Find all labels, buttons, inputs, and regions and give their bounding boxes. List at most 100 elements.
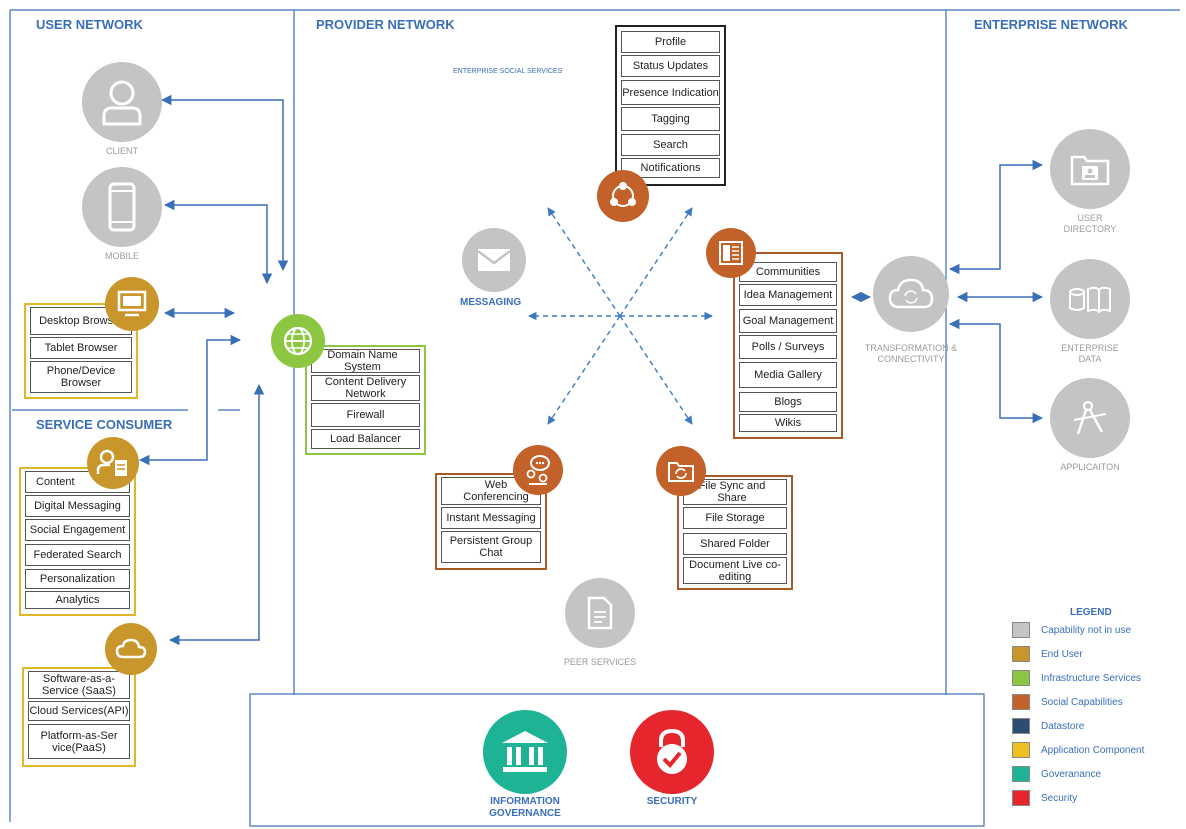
list-item[interactable]: Status Updates xyxy=(621,55,720,77)
list-item[interactable]: Social Engagement xyxy=(25,519,130,541)
legend-label: Infrastructure Services xyxy=(1041,672,1142,684)
list-item[interactable]: Load Balancer xyxy=(311,429,420,449)
service-consumer-node[interactable] xyxy=(87,437,139,489)
list-item[interactable]: Platform-as-Ser vice(PaaS) xyxy=(28,724,130,759)
legend-swatch xyxy=(1012,790,1030,806)
legend-label: Goveranance xyxy=(1041,768,1102,780)
social-services-box: Profile Status Updates Presence Indicati… xyxy=(615,25,726,186)
list-item[interactable]: Phone/Device Browser xyxy=(30,361,132,393)
list-item[interactable]: Instant Messaging xyxy=(441,507,541,529)
information-governance-node[interactable] xyxy=(483,710,567,794)
folder-user-icon xyxy=(1070,155,1110,186)
list-item[interactable]: Media Gallery xyxy=(739,362,837,388)
legend-swatch xyxy=(1012,622,1030,638)
list-item[interactable]: Notifications xyxy=(621,158,720,178)
transformation-label: TRANSFORMATION & CONNECTIVITY xyxy=(864,343,958,364)
legend-item: Capability not in use xyxy=(1012,620,1131,640)
peer-services-node[interactable] xyxy=(565,578,635,648)
client-label: CLIENT xyxy=(105,146,138,156)
application-node[interactable] xyxy=(1050,378,1130,458)
legend-item: Social Capabilities xyxy=(1012,692,1123,712)
list-item[interactable]: Polls / Surveys xyxy=(739,335,837,359)
dashed-star-arrows xyxy=(528,207,713,425)
mobile-label: MOBILE xyxy=(104,251,139,261)
messaging-node[interactable] xyxy=(462,228,526,292)
list-item[interactable]: Profile xyxy=(621,31,720,53)
communities-box: Communities Idea Management Goal Managem… xyxy=(733,252,843,439)
enterprise-network-title: ENTERPRISE NETWORK xyxy=(974,17,1128,32)
legend-title: LEGEND xyxy=(1070,607,1112,618)
legend-item: Security xyxy=(1012,788,1077,808)
security-node[interactable] xyxy=(630,710,714,794)
arrow-client xyxy=(160,94,289,272)
service-consumer-box: Content Digital Messaging Social Engagem… xyxy=(19,467,136,616)
list-item[interactable]: File Storage xyxy=(683,507,787,529)
desktop-browser-node[interactable] xyxy=(105,277,159,331)
conferencing-node[interactable] xyxy=(513,445,563,495)
list-item[interactable]: Search xyxy=(621,134,720,156)
list-item[interactable]: Analytics xyxy=(25,591,130,609)
list-item[interactable]: Blogs xyxy=(739,392,837,412)
infrastructure-node[interactable] xyxy=(271,314,325,368)
legend-label: End User xyxy=(1041,648,1083,660)
application-label: APPLICAITON xyxy=(1060,462,1120,472)
cloud-services-box: Software-as-a-Service (SaaS) Cloud Servi… xyxy=(22,667,136,767)
list-item[interactable]: Idea Management xyxy=(739,284,837,306)
security-label: SECURITY xyxy=(646,796,698,807)
bank-building-icon xyxy=(502,731,548,772)
legend-swatch xyxy=(1012,694,1030,710)
list-item[interactable]: Goal Management xyxy=(739,309,837,333)
communities-node[interactable] xyxy=(706,228,756,278)
chat-bubble-icon xyxy=(526,455,550,485)
envelope-icon xyxy=(477,249,511,271)
legend-label: Application Component xyxy=(1041,744,1145,756)
arrow-user-directory xyxy=(948,159,1044,275)
user-directory-node[interactable] xyxy=(1050,129,1130,209)
legend-item: Application Component xyxy=(1012,740,1144,760)
legend-item: End User xyxy=(1012,644,1083,664)
service-consumer-title: SERVICE CONSUMER xyxy=(36,417,173,432)
list-item[interactable]: Presence Indication xyxy=(621,80,720,105)
list-item[interactable]: Firewall xyxy=(311,403,420,427)
list-item[interactable]: Federated Search xyxy=(25,544,130,566)
legend-swatch xyxy=(1012,766,1030,782)
mobile-node[interactable] xyxy=(82,167,162,247)
transformation-node[interactable] xyxy=(873,256,949,332)
social-services-node[interactable] xyxy=(597,170,649,222)
list-item[interactable]: Tablet Browser xyxy=(30,337,132,359)
legend-swatch xyxy=(1012,742,1030,758)
list-item[interactable]: Wikis xyxy=(739,414,837,432)
list-item[interactable]: Personalization xyxy=(25,569,130,589)
provider-network-title: PROVIDER NETWORK xyxy=(316,17,455,32)
list-item[interactable]: Content Delivery Network xyxy=(311,375,420,401)
mobile-icon xyxy=(108,182,136,232)
legend-swatch xyxy=(1012,670,1030,686)
padlock-check-icon xyxy=(657,728,687,774)
document-icon xyxy=(587,596,613,630)
list-item[interactable]: Tagging xyxy=(621,107,720,131)
cloud-node[interactable] xyxy=(105,623,157,675)
arrow-cloud xyxy=(168,383,265,646)
user-network-title: USER NETWORK xyxy=(36,17,143,32)
list-item[interactable]: Digital Messaging xyxy=(25,495,130,517)
client-node[interactable] xyxy=(82,62,162,142)
list-item[interactable]: Document Live co-editing xyxy=(683,557,787,584)
enterprise-data-node[interactable] xyxy=(1050,259,1130,339)
file-sync-node[interactable] xyxy=(656,446,706,496)
legend-item: Infrastructure Services xyxy=(1012,668,1141,688)
list-item[interactable]: Domain Name System xyxy=(311,349,420,373)
list-item[interactable]: Persistent Group Chat xyxy=(441,531,541,563)
list-item[interactable]: Shared Folder xyxy=(683,533,787,555)
book-database-icon xyxy=(1069,286,1111,314)
list-item[interactable]: Communities xyxy=(739,262,837,282)
peer-services-label: PEER SERVICES xyxy=(563,657,637,667)
legend-item: Datastore xyxy=(1012,716,1084,736)
list-item[interactable]: Software-as-a-Service (SaaS) xyxy=(28,671,130,699)
cloud-icon xyxy=(115,638,147,659)
user-icon xyxy=(102,80,142,126)
list-item[interactable]: Cloud Services(API) xyxy=(28,701,130,721)
infrastructure-box: Domain Name System Content Delivery Netw… xyxy=(305,345,426,455)
arrow-mobile xyxy=(163,199,273,285)
folder-sync-icon xyxy=(668,462,694,482)
